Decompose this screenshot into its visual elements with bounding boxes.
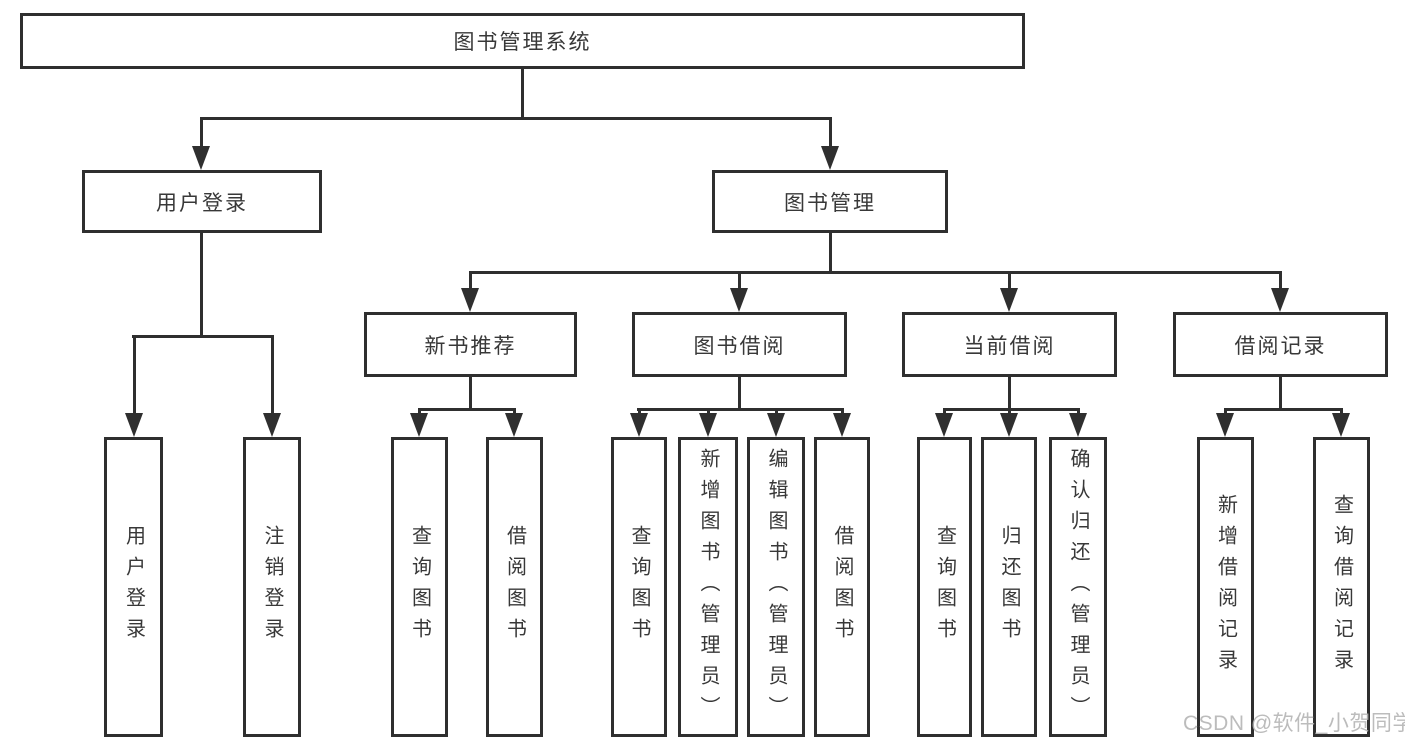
node-user-login-label: 用户登录 <box>156 191 248 215</box>
node-new-book-recommend-label: 新书推荐 <box>424 334 517 358</box>
arrowhead-borrow-book-1 <box>505 413 523 437</box>
arrowhead-user-login <box>192 146 210 170</box>
edge-book-borrow-hline <box>637 408 844 411</box>
leaf-borrow-book-borrow-label: 借阅图书 <box>831 525 853 649</box>
arrowhead-add-record <box>1216 413 1234 437</box>
edge-recommend-drop <box>469 377 472 408</box>
edge-stem-leaf-logout <box>271 335 274 413</box>
edge-book-borrow-drop <box>738 377 741 408</box>
edge-stem-book-management <box>829 117 832 146</box>
node-book-management-label: 图书管理 <box>784 191 876 215</box>
edge-current-borrow-drop <box>1008 377 1011 408</box>
edge-level2-hline <box>469 271 1281 274</box>
edge-stem <box>418 408 421 413</box>
leaf-add-borrow-record: 新增借阅记录 <box>1197 437 1254 737</box>
leaf-borrow-book-borrow: 借阅图书 <box>814 437 870 737</box>
arrowhead-new-book-recommend <box>461 288 479 312</box>
arrowhead-borrow-book-2 <box>833 413 851 437</box>
arrowhead-query-book-2 <box>630 413 648 437</box>
edge-stem-current-borrow <box>1008 271 1011 288</box>
arrowhead-query-record <box>1332 413 1350 437</box>
arrowhead-leaf-login <box>125 413 143 437</box>
arrowhead-leaf-logout <box>263 413 281 437</box>
leaf-logout-label: 注销登录 <box>261 525 283 649</box>
arrowhead-return-book <box>1000 413 1018 437</box>
leaf-query-borrow-record: 查询借阅记录 <box>1313 437 1370 737</box>
leaf-query-borrow-record-label: 查询借阅记录 <box>1330 494 1353 680</box>
edge-current-borrow-hline <box>943 408 1079 411</box>
node-user-login: 用户登录 <box>82 170 322 233</box>
node-current-borrow-label: 当前借阅 <box>963 334 1056 358</box>
node-book-management: 图书管理 <box>712 170 948 233</box>
edge-recommend-hline <box>418 408 516 411</box>
node-borrow-record: 借阅记录 <box>1173 312 1388 377</box>
leaf-borrow-book-recommend: 借阅图书 <box>486 437 543 737</box>
leaf-query-book-recommend: 查询图书 <box>391 437 448 737</box>
node-new-book-recommend: 新书推荐 <box>364 312 577 377</box>
node-book-borrow: 图书借阅 <box>632 312 847 377</box>
edge-stem <box>841 408 844 413</box>
leaf-add-borrow-record-label: 新增借阅记录 <box>1214 494 1237 680</box>
edge-stem-user-login <box>200 117 203 146</box>
edge-borrow-record-drop <box>1279 377 1282 408</box>
csdn-watermark: CSDN @软件_小贺同学 <box>1183 712 1405 735</box>
leaf-user-login-label: 用户登录 <box>122 525 145 649</box>
node-root-label: 图书管理系统 <box>453 31 592 54</box>
edge-borrow-record-hline <box>1224 408 1343 411</box>
arrowhead-current-borrow <box>1000 288 1018 312</box>
leaf-user-login: 用户登录 <box>104 437 163 737</box>
leaf-query-book-current-label: 查询图书 <box>933 525 956 649</box>
edge-root-drop <box>521 69 524 117</box>
arrowhead-book-management <box>821 146 839 170</box>
arrowhead-edit-book <box>767 413 785 437</box>
edge-book-management-drop <box>829 233 832 271</box>
leaf-edit-book-admin: 编辑图书（管理员） <box>747 437 805 737</box>
leaf-edit-book-admin-label: 编辑图书（管理员） <box>765 447 787 727</box>
edge-stem <box>775 408 778 413</box>
node-root: 图书管理系统 <box>20 13 1025 69</box>
leaf-add-book-admin: 新增图书（管理员） <box>678 437 738 737</box>
leaf-return-book-label: 归还图书 <box>998 525 1020 649</box>
edge-stem <box>1008 408 1011 413</box>
arrowhead-book-borrow <box>730 288 748 312</box>
edge-stem <box>638 408 641 413</box>
edge-stem-leaf-login <box>133 335 136 413</box>
leaf-logout: 注销登录 <box>243 437 301 737</box>
edge-stem-book-borrow <box>738 271 741 288</box>
edge-level1-hline <box>200 117 832 120</box>
arrowhead-add-book <box>699 413 717 437</box>
edge-stem <box>707 408 710 413</box>
edge-stem <box>943 408 946 413</box>
arrowhead-query-book-1 <box>410 413 428 437</box>
node-book-borrow-label: 图书借阅 <box>693 334 786 358</box>
leaf-query-book-borrow: 查询图书 <box>611 437 667 737</box>
edge-stem <box>513 408 516 413</box>
edge-stem-borrow-record <box>1279 271 1282 288</box>
edge-stem-new-book-recommend <box>469 271 472 288</box>
edge-stem <box>1224 408 1227 413</box>
node-borrow-record-label: 借阅记录 <box>1234 334 1327 358</box>
leaf-query-book-recommend-label: 查询图书 <box>408 525 431 649</box>
leaf-confirm-return-admin: 确认归还（管理员） <box>1049 437 1107 737</box>
edge-user-login-drop <box>200 233 203 335</box>
leaf-add-book-admin-label: 新增图书（管理员） <box>697 447 719 727</box>
edge-stem <box>1340 408 1343 413</box>
leaf-return-book: 归还图书 <box>981 437 1037 737</box>
leaf-borrow-book-recommend-label: 借阅图书 <box>503 525 526 649</box>
leaf-query-book-current: 查询图书 <box>917 437 972 737</box>
leaf-query-book-borrow-label: 查询图书 <box>628 525 650 649</box>
arrowhead-confirm-return <box>1069 413 1087 437</box>
arrowhead-borrow-record <box>1271 288 1289 312</box>
leaf-confirm-return-admin-label: 确认归还（管理员） <box>1067 447 1089 727</box>
edge-user-login-hline <box>132 335 273 338</box>
edge-stem <box>1077 408 1080 413</box>
arrowhead-query-book-3 <box>935 413 953 437</box>
node-current-borrow: 当前借阅 <box>902 312 1117 377</box>
